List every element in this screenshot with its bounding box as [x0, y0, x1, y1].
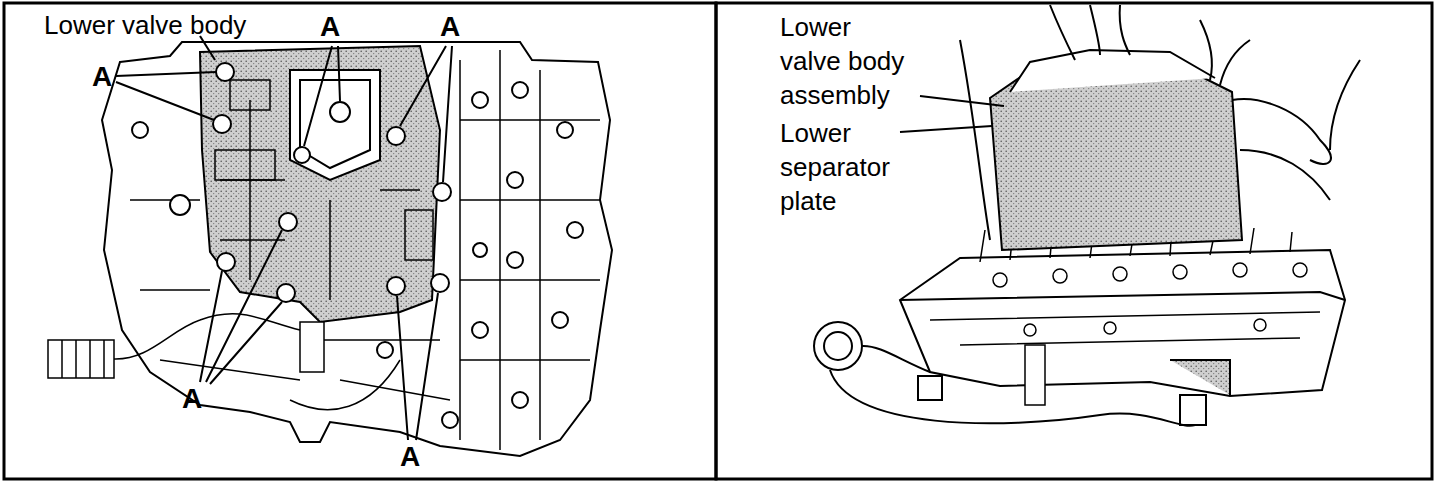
part-label: Lower valve body [44, 8, 246, 42]
part-label: Lower valve body assembly [780, 10, 910, 112]
label-slot: Lower valve body [44, 8, 246, 42]
bolt [132, 63, 583, 428]
part-label: Lower separator plate [780, 116, 910, 218]
hand [960, 5, 1360, 240]
leader-line [900, 96, 1004, 132]
valve-body-base [900, 250, 1345, 425]
callout-letter: A [182, 384, 202, 414]
label-slot: A [400, 442, 420, 472]
callout-letter: A [92, 62, 112, 92]
panel-frame [4, 3, 716, 479]
solenoid [814, 322, 1195, 426]
valve-body-details [930, 222, 1320, 405]
label-slot: A [440, 12, 460, 42]
callout-letter: A [400, 442, 420, 472]
valve-body-housing [102, 42, 612, 456]
label-slot: Lower separator plate [780, 116, 910, 218]
separator-plate [990, 50, 1242, 250]
valve-body-ribs [130, 50, 600, 450]
callout-letter: A [320, 12, 340, 42]
label-slot: A [92, 62, 112, 92]
label-slot: A [320, 12, 340, 42]
callout-letter: A [440, 12, 460, 42]
label-slot: Lower valve body assembly [780, 10, 910, 112]
panel-frame [716, 3, 1432, 479]
solenoid-connector [48, 314, 400, 410]
label-slot: A [182, 384, 202, 414]
leader-line [116, 36, 452, 440]
